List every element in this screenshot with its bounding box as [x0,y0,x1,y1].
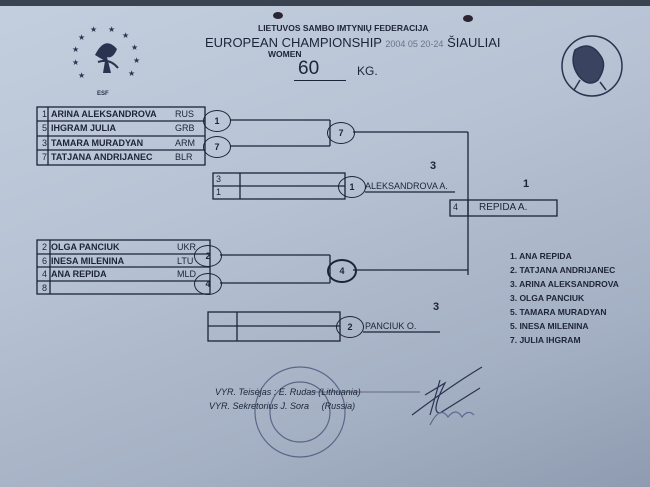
weight-unit: KG. [357,64,378,78]
athlete-name: INESA MILENINA [51,256,125,266]
event-city: ŠIAULIAI [447,35,501,50]
athlete-name: OLGA PANCIUK [51,242,120,252]
seed: 2 [41,242,47,252]
placing-item: 5. INESA MILENINA [510,321,589,331]
pool-winner-circle: 4 [327,259,357,283]
referee-label: VYR. Teisėjas [215,387,272,397]
svg-text:★: ★ [131,43,138,52]
federation-logo [561,35,623,97]
referee-name: E. Rudas (Lithuania) [278,387,361,397]
punch-hole [463,15,473,22]
placing-item: 1. ANA REPIDA [510,251,572,261]
repechage-winner-circle: 1 [338,176,366,198]
punch-hole [273,12,283,19]
weight-class: 60 [294,58,346,81]
official-stamp [254,366,346,458]
seed: 4 [41,269,47,279]
event-name: EUROPEAN CHAMPIONSHIP [205,35,382,50]
secretary-line: VYR. Sekretorius J. Sora (Russia) [209,401,355,411]
pool-b-row: 2 OLGA PANCIUK UKR [37,240,210,254]
seed: 5 [41,123,47,133]
athlete-name: ARINA ALEKSANDROVA [51,109,157,119]
signature [411,366,483,426]
svg-text:★: ★ [78,71,85,80]
repechage-seed: 3 [216,174,222,184]
secretary-name: J. Sora [280,401,310,411]
bout-winner-circle: 4 [194,273,222,295]
bout-winner-circle: 2 [194,245,222,267]
placing-item: 3. ARINA ALEKSANDROVA [510,279,619,289]
country: BLR [175,152,193,162]
svg-text:★: ★ [128,69,135,78]
seed: 3 [41,138,47,148]
bout-winner-circle: 7 [203,136,231,158]
country: MLD [177,269,197,279]
country: UKR [177,242,197,252]
athlete-name: TATJANA ANDRIJANEC [51,152,153,162]
svg-text:★: ★ [90,25,97,34]
pool-a-row: 3 TAMARA MURADYAN ARM [37,136,205,150]
event-date: 2004 05 20-24 [385,39,444,49]
country: LTU [177,256,194,266]
bronze-medalist: PANCIUK O. [365,321,417,331]
pool-b-row: 6 INESA MILENINA LTU [37,254,210,268]
placing-item: 5. TAMARA MURADYAN [510,307,607,317]
svg-text:★: ★ [108,25,115,34]
esf-logo-text: ESF [97,91,109,97]
bronze-medalist: ALEKSANDROVA A. [365,181,448,191]
svg-text:★: ★ [78,33,85,42]
svg-text:★: ★ [72,45,79,54]
pool-b-row: 8 [37,281,210,295]
champion-seed: 4 [453,202,459,212]
svg-text:★: ★ [72,58,79,67]
placing-item: 2. TATJANA ANDRIJANEC [510,265,616,275]
bout-winner-circle: 1 [203,110,231,132]
athlete-name: ANA REPIDA [51,269,107,279]
pool-b-row: 4 ANA REPIDA MLD [37,267,210,281]
placing-item: 7. JULIA IHGRAM [510,335,581,345]
seed: 7 [41,152,47,162]
pool-winner-circle: 7 [327,122,355,144]
country: RUS [175,109,195,119]
pool-a-row: 7 TATJANA ANDRIJANEC BLR [37,150,205,164]
place-label: 3 [430,160,437,172]
category: WOMEN [268,49,302,59]
photo-edge [0,0,650,6]
country: ARM [175,138,195,148]
secretary-country: (Russia) [321,401,356,411]
svg-text:★: ★ [133,56,140,65]
country: GRB [175,123,195,133]
svg-text:★: ★ [122,31,129,40]
athlete-name: IHGRAM JULIA [51,123,116,133]
referee-line: VYR. Teisėjas : E. Rudas (Lithuania) [215,387,361,397]
pool-a-row: 1 ARINA ALEKSANDROVA RUS [37,107,205,121]
secretary-label: VYR. Sekretorius [209,401,279,411]
place-label: 1 [523,178,530,190]
place-label: 3 [433,301,440,313]
champion-name: REPIDA A. [479,202,528,213]
seed: 6 [41,256,47,266]
seed: 1 [41,109,47,119]
pool-a-row: 5 IHGRAM JULIA GRB [37,121,205,135]
event-title: EUROPEAN CHAMPIONSHIP 2004 05 20-24 ŠIAU… [205,35,501,50]
federation-name: LIETUVOS SAMBO IMTYNIŲ FEDERACIJA [258,23,429,33]
seed: 8 [41,283,47,293]
athlete-name: TAMARA MURADYAN [51,138,144,148]
esf-logo: ★★★ ★★★ ★★★★ [72,25,140,80]
placing-item: 3. OLGA PANCIUK [510,293,585,303]
repechage-winner-circle: 2 [336,316,364,338]
repechage-seed: 1 [216,187,222,197]
